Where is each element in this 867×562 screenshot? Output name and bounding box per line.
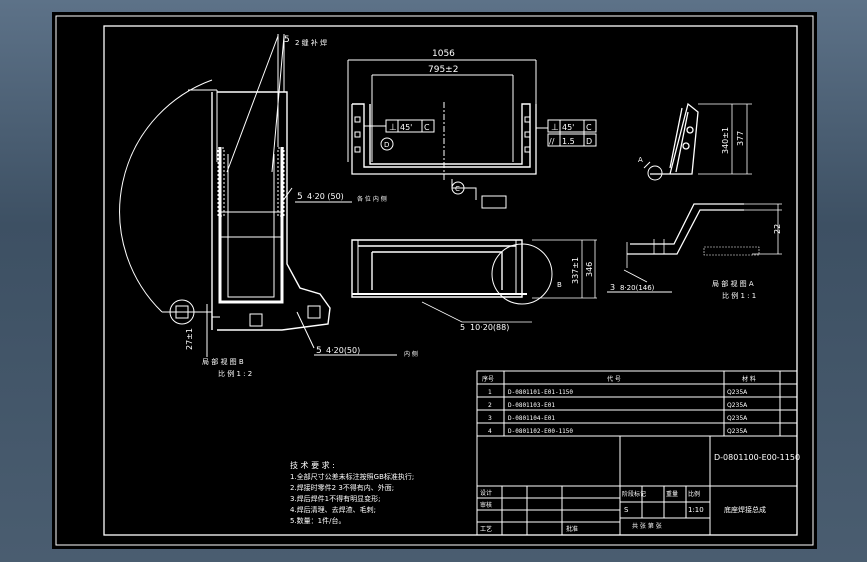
weld-spec-mid: 4·20 (50)	[307, 192, 344, 201]
dim-377: 377	[736, 131, 745, 146]
tol3-value: 1.5	[562, 137, 575, 146]
weld-note-mid: 各 位 内 侧	[357, 195, 387, 203]
tb-weight-label: 重量	[666, 490, 678, 498]
dim-337: 337±1	[571, 257, 580, 284]
tol3-ref: D	[586, 137, 592, 146]
tb-part-name: 底座焊接总成	[724, 505, 766, 514]
svg-text:D-0801102-E00-1150: D-0801102-E00-1150	[508, 428, 573, 435]
view-a[interactable]	[623, 203, 782, 283]
view-a-title: 局 部 视 图 A	[712, 279, 754, 288]
inner-border	[103, 25, 798, 536]
tech-title: 技 术 要 求 :	[290, 460, 335, 470]
svg-text:3: 3	[488, 415, 492, 422]
svg-text:1: 1	[488, 389, 492, 396]
tech-item: 5.数量：1件/台。	[290, 516, 346, 525]
datum-c: C	[455, 185, 460, 193]
svg-text:2: 2	[488, 402, 492, 409]
bom-row: 1 D-0801101-E01-1150 Q235A	[488, 389, 748, 396]
tol2-ref: C	[586, 123, 592, 132]
tb-design: 设计	[480, 489, 492, 497]
tech-item: 4.焊后清理、去焊渣、毛刺;	[290, 505, 376, 514]
tol2-value: 45'	[562, 123, 574, 132]
tb-scale-label: 比例	[688, 490, 700, 498]
tol1-ref: C	[424, 123, 430, 132]
tech-item: 3.焊后焊件1不得有明显变形;	[290, 494, 381, 503]
bom-header-material: 材 料	[742, 375, 756, 383]
tb-sheets: 共 张 第 张	[632, 522, 662, 530]
svg-text:Q235A: Q235A	[727, 428, 748, 435]
tech-item: 1.全部尺寸公差未标注按照GB标准执行;	[290, 472, 414, 481]
svg-text:4: 4	[488, 428, 492, 435]
svg-text:D-0801103-E01: D-0801103-E01	[508, 402, 555, 409]
view-a-scale: 比 例 1 : 1	[722, 291, 756, 300]
bom-header-no: 序号	[482, 375, 494, 383]
tol1-symbol: ⊥	[389, 123, 397, 133]
svg-text:Q235A: Q235A	[727, 389, 748, 396]
label-a: A	[638, 156, 643, 164]
dim-340: 340±1	[721, 127, 730, 154]
svg-text:D-0801104-E01: D-0801104-E01	[508, 415, 555, 422]
svg-text:Q235A: Q235A	[727, 402, 748, 409]
weld-spec-front: 10·20(88)	[470, 323, 509, 332]
weld-note-top: 2 缝 补 焊	[295, 38, 327, 47]
tol1-value: 45'	[400, 123, 412, 132]
drawing-sheet[interactable]: 5 2 缝 补 焊 5 4·20 (50) 各 位 内 侧 5 4·20(50)…	[52, 12, 817, 549]
front-view-bottom[interactable]	[351, 239, 597, 323]
weld-spec-a: 8·20(146)	[620, 284, 655, 292]
title-block[interactable]	[476, 435, 798, 536]
dim-22: 22	[773, 224, 782, 234]
tb-scale: 1:10	[688, 506, 704, 514]
bom-row: 3 D-0801104-E01 Q235A	[488, 415, 748, 422]
weld-note-bottom: 内 侧	[404, 350, 418, 358]
front-view-top[interactable]	[347, 59, 597, 209]
weld-spec-bottom: 4·20(50)	[326, 346, 360, 355]
datum-d: D	[384, 141, 389, 149]
tech-item: 2.焊接时零件2 3不得有内、外面;	[290, 483, 394, 492]
weld-symbol-bottom: 5	[316, 346, 322, 356]
dim-1056: 1056	[432, 49, 455, 59]
view-b-scale: 比 例 1 : 2	[218, 369, 252, 378]
svg-text:D-0801101-E01-1150: D-0801101-E01-1150	[508, 389, 573, 396]
weld-symbol-a: 3	[610, 283, 615, 292]
outer-border	[55, 15, 814, 546]
weld-symbol-top: 5	[284, 35, 290, 45]
tb-approve: 批准	[566, 525, 578, 533]
side-view[interactable]	[643, 102, 752, 181]
weld-symbol-mid: 5	[297, 192, 303, 202]
tol2-symbol: ⊥	[551, 123, 559, 133]
tol3-symbol: //	[549, 137, 555, 146]
view-b-title: 局 部 视 图 B	[202, 357, 244, 366]
svg-text:Q235A: Q235A	[727, 415, 748, 422]
bom-row: 4 D-0801102-E00-1150 Q235A	[488, 428, 748, 435]
dim-27: 27±1	[185, 328, 194, 350]
tb-stage: S	[624, 506, 629, 514]
dim-346: 346	[585, 262, 594, 277]
label-b: B	[557, 281, 562, 289]
bom-row: 2 D-0801103-E01 Q235A	[488, 402, 748, 409]
tb-process: 工艺	[480, 525, 492, 533]
bom-header-code: 代 号	[607, 375, 621, 383]
tb-drawing-number: D-0801100-E00-1150	[714, 453, 800, 462]
tb-check: 审核	[480, 501, 492, 509]
weld-symbol-front: 5	[460, 323, 465, 332]
view-b[interactable]	[119, 34, 331, 357]
drawing-canvas: 5 2 缝 补 焊 5 4·20 (50) 各 位 内 侧 5 4·20(50)…	[55, 15, 814, 546]
dim-795: 795±2	[428, 65, 458, 75]
tb-stage-label: 阶段标记	[622, 490, 646, 498]
